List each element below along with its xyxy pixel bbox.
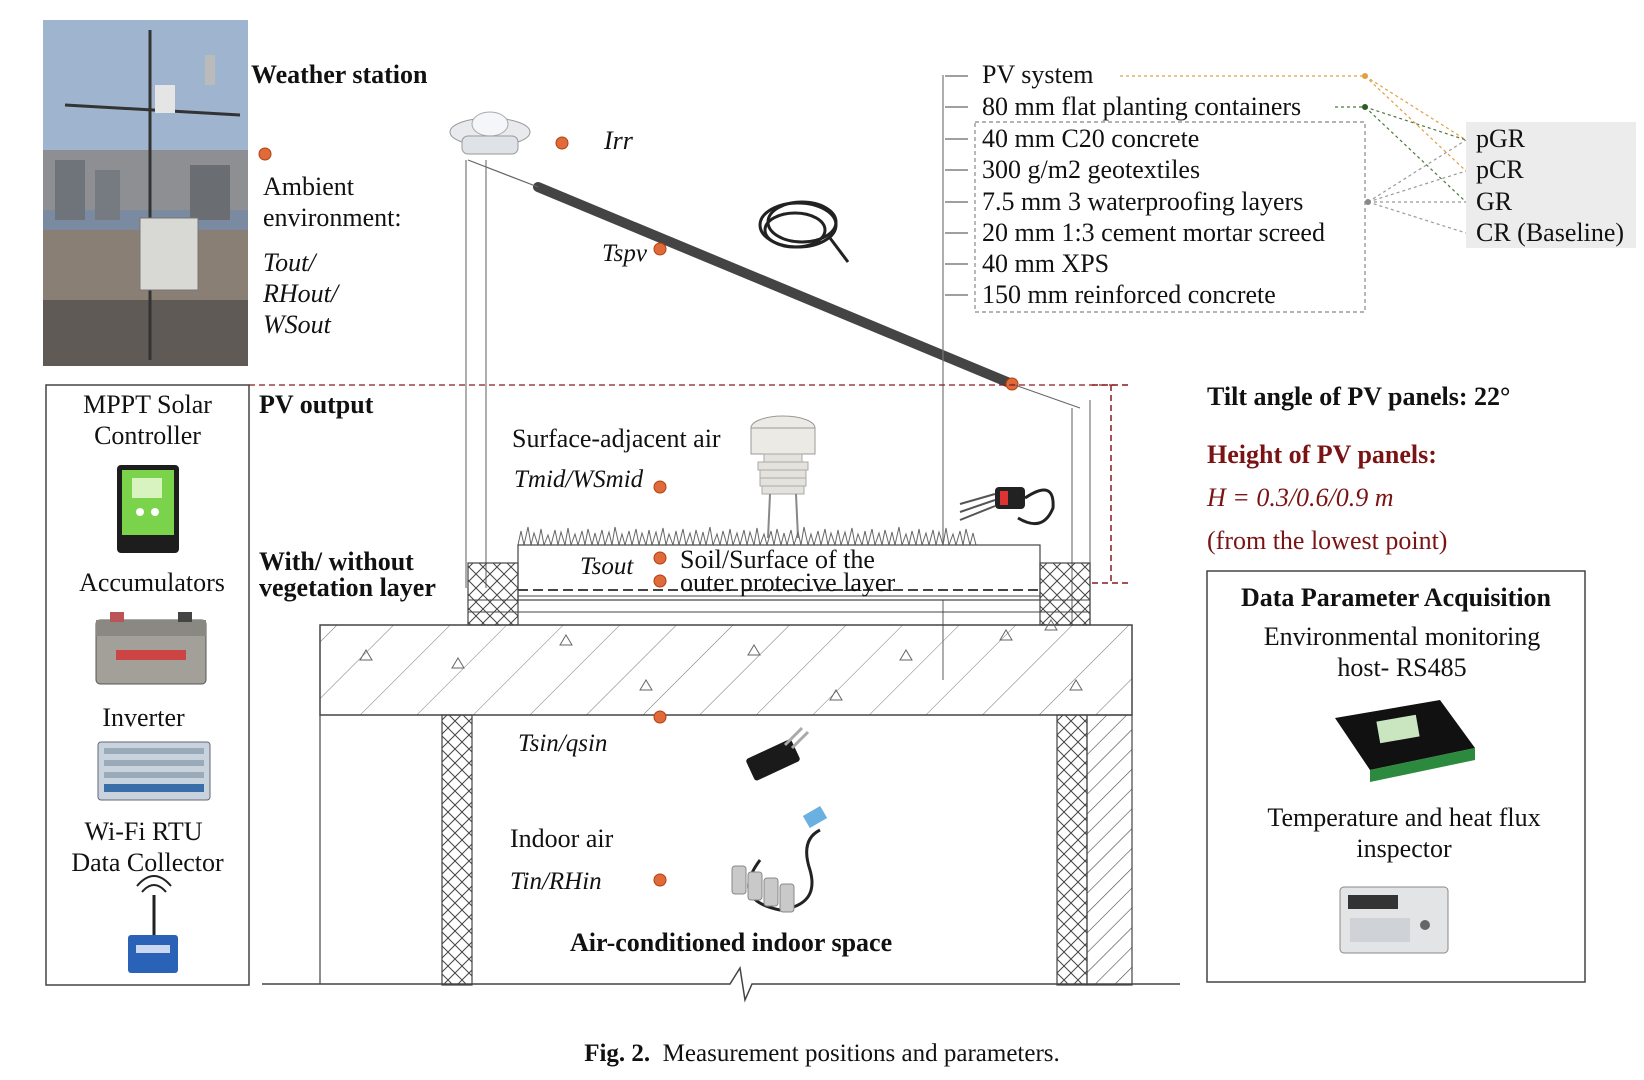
heat-flux-sensor-icon: [746, 726, 810, 781]
wall-left: [441, 714, 473, 986]
inverter-icon: [97, 741, 211, 801]
figure-caption: Fig. 2. Measurement positions and parame…: [0, 1040, 1644, 1068]
tilt-angle-label: Tilt angle of PV panels: 22°: [1207, 382, 1511, 411]
tsout-label: Tsout: [580, 553, 634, 580]
layer-reinforced-concrete: 150 mm reinforced concrete: [982, 280, 1276, 309]
soil-label-line2: outer protecive layer: [680, 568, 896, 597]
surface-air-label: Surface-adjacent air: [512, 424, 721, 453]
weather-station-title: Weather station: [251, 60, 428, 89]
layer-concrete: 40 mm C20 concrete: [982, 124, 1200, 153]
wsout-label: WSout: [263, 310, 331, 339]
rtu-label-line2: Data Collector: [71, 848, 224, 877]
weather-station-photo: [43, 20, 248, 366]
height-title: Height of PV panels:: [1207, 440, 1437, 469]
pyranometer-icon: [449, 111, 531, 155]
tin-sensor-dot: [653, 873, 667, 887]
tspv-sensor-dot: [653, 242, 667, 256]
indoor-space-label: Air-conditioned indoor space: [570, 928, 893, 957]
case-cr-baseline: CR (Baseline): [1476, 218, 1625, 247]
monitoring-host-icon: [1335, 700, 1475, 782]
acquisition-panel: [1206, 570, 1586, 983]
mppt-label-line2: Controller: [94, 421, 201, 450]
layer-list-lines: [945, 75, 968, 296]
case-pgr: pGR: [1476, 124, 1526, 153]
tsin-sensor-dot: [653, 710, 667, 724]
surface-air-sensor-icon: [750, 415, 816, 539]
host-label-line1: Environmental monitoring: [1263, 622, 1541, 651]
vegetation-layer: [517, 526, 977, 547]
acquisition-title: Data Parameter Acquisition: [1240, 583, 1552, 612]
mppt-label-line1: MPPT Solar: [83, 390, 212, 419]
tin-label: Tin/RHin: [510, 868, 602, 895]
tout-label: Tout/: [263, 248, 316, 277]
layer-xps: 40 mm XPS: [982, 249, 1110, 278]
height-values: H = 0.3/0.6/0.9 m: [1207, 483, 1394, 512]
pv-output-label: PV output: [259, 390, 374, 419]
host-label-line2: host- RS485: [1337, 653, 1467, 682]
irr-sensor-dot: [555, 136, 569, 150]
indoor-air-label: Indoor air: [510, 824, 614, 853]
concrete-layers-box: [974, 121, 1366, 313]
inspector-label-line2: inspector: [1356, 834, 1452, 863]
inspector-label-line1: Temperature and heat flux: [1267, 803, 1541, 832]
tsout-sensor-dot-1: [653, 551, 667, 565]
parapet-right: [1039, 562, 1091, 626]
soil-sensor-icon: [959, 487, 1055, 526]
case-links: [1120, 75, 1467, 234]
tspv-label: Tspv: [602, 240, 647, 267]
accumulators-label: Accumulators: [79, 568, 225, 597]
layer-pv-system: PV system: [982, 60, 1094, 89]
thermocouple-cable-icon: [758, 200, 850, 263]
indoor-air-sensor-icon: [731, 805, 828, 913]
heat-flux-inspector-icon: [1339, 886, 1449, 954]
case-pcr: pCR: [1476, 155, 1524, 184]
ambient-sensor-dot: [258, 147, 272, 161]
rhout-label: RHout/: [263, 279, 339, 308]
wifi-rtu-icon: [128, 875, 178, 973]
rtu-label-line1: Wi-Fi RTU: [84, 817, 203, 846]
pv-panel: [533, 182, 1017, 389]
tsin-label: Tsin/qsin: [518, 730, 608, 757]
wall-right: [1056, 714, 1088, 986]
caption-text: Measurement positions and parameters.: [662, 1040, 1060, 1067]
parapet-left: [467, 562, 519, 626]
case-gr: GR: [1476, 187, 1513, 216]
cases-box: [1466, 122, 1636, 248]
ambient-label-line1: Ambient: [263, 172, 354, 201]
accumulator-icon: [95, 612, 207, 685]
vegetation-label-line2: vegetation layer: [259, 573, 436, 602]
layer-waterproofing: 7.5 mm 3 waterproofing layers: [982, 187, 1304, 216]
irr-label: Irr: [604, 126, 633, 155]
mppt-controller-icon: [117, 465, 179, 553]
ground-line: [262, 965, 1180, 1003]
tmid-label: Tmid/WSmid: [514, 466, 644, 493]
wall-right-outer: [1086, 714, 1133, 986]
caption-label: Fig. 2.: [584, 1040, 651, 1067]
soil-label-line1: Soil/Surface of the: [680, 545, 875, 574]
tsout-sensor-dot-2: [653, 574, 667, 588]
layer-mortar-screed: 20 mm 1:3 cement mortar screed: [982, 218, 1325, 247]
layer-planting-containers: 80 mm flat planting containers: [982, 92, 1302, 121]
layer-geotextiles: 300 g/m2 geotextiles: [982, 155, 1201, 184]
tmid-sensor-dot: [653, 480, 667, 494]
inverter-label: Inverter: [102, 703, 185, 732]
ambient-label-line2: environment:: [263, 203, 402, 232]
roof-slab: [319, 624, 1133, 716]
vegetation-label-line1: With/ without: [259, 547, 414, 576]
pv-equipment-panel: [45, 384, 250, 986]
height-note: (from the lowest point): [1207, 526, 1448, 555]
